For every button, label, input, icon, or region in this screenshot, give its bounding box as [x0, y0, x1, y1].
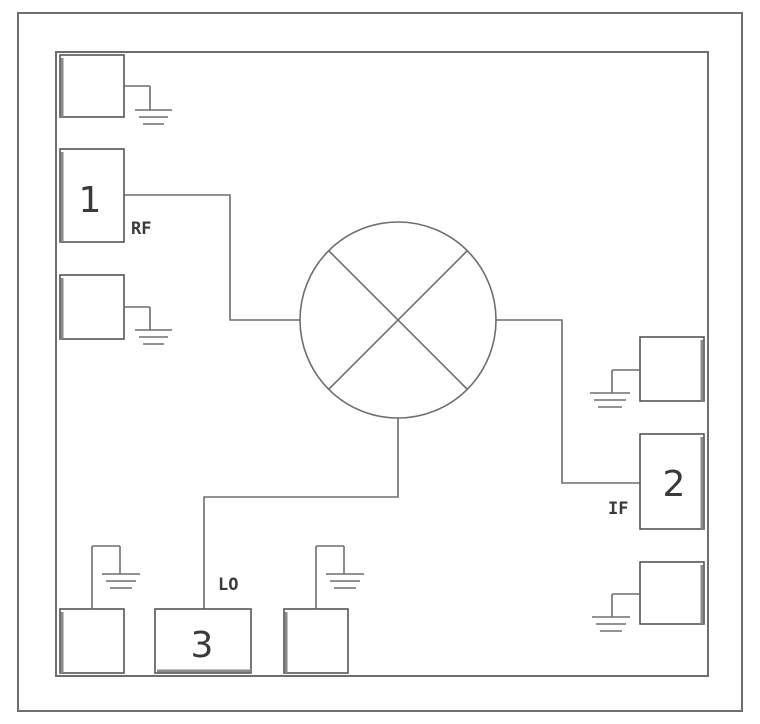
pin-number-rf: 1	[79, 180, 102, 221]
rf-trace	[124, 194, 300, 321]
mixer-cross-line	[328, 250, 468, 390]
ground-pad	[283, 545, 364, 674]
if-trace	[496, 319, 640, 484]
port-label-if: IF	[608, 499, 628, 519]
ground-pad	[59, 274, 172, 345]
ground-symbol	[592, 593, 640, 632]
ground-symbol	[124, 306, 172, 345]
ground-pad	[592, 561, 705, 632]
mixer-symbol	[299, 221, 497, 419]
port-label-rf: RF	[131, 219, 151, 239]
pin-rf: 1 RF	[59, 148, 151, 243]
ground-pad	[590, 336, 705, 408]
port-label-lo: LO	[218, 575, 238, 595]
lo-trace	[203, 418, 399, 609]
ground-pad	[59, 545, 140, 674]
ground-symbol	[315, 545, 364, 609]
ground-symbol	[91, 545, 140, 609]
pin-if: 2 IF	[608, 433, 705, 530]
die-outline	[55, 51, 709, 677]
package-outline	[17, 12, 743, 712]
ground-pad	[59, 54, 172, 125]
ground-symbol	[124, 85, 172, 125]
pin-lo: 3 LO	[154, 575, 252, 674]
pin-number-lo: 3	[191, 625, 214, 666]
ground-symbol	[590, 369, 640, 408]
pin-number-if: 2	[663, 464, 686, 505]
